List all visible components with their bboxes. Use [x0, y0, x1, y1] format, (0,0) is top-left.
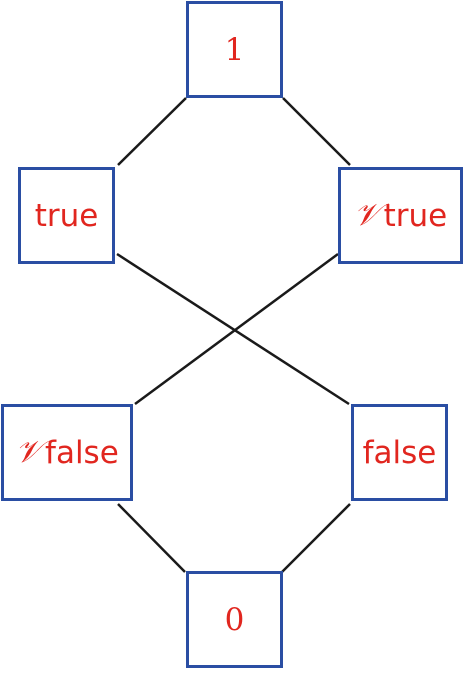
edge-vtrue-vfalse — [134, 252, 339, 406]
node-true-label: true — [34, 197, 99, 234]
node-top-label: 1 — [224, 31, 245, 68]
edge-vfalse-bottom — [117, 503, 186, 573]
edge-top-vtrue — [282, 97, 351, 166]
node-v-false-label: false — [45, 434, 119, 471]
node-bottom: 0 — [186, 571, 283, 668]
node-false-label: false — [362, 434, 437, 471]
node-v-true-label: true — [383, 197, 448, 234]
node-v-true-symbol: 𝒱 — [353, 197, 380, 233]
node-false: false — [351, 404, 448, 501]
node-true: true — [18, 167, 115, 264]
node-v-true: 𝒱 true — [338, 167, 463, 264]
node-v-false: 𝒱 false — [1, 404, 133, 501]
edge-top-true — [117, 97, 187, 166]
edge-true-false — [116, 252, 350, 406]
node-top: 1 — [186, 1, 283, 98]
node-v-false-symbol: 𝒱 — [15, 434, 42, 470]
edge-false-bottom — [281, 503, 351, 573]
node-bottom-label: 0 — [224, 601, 245, 638]
